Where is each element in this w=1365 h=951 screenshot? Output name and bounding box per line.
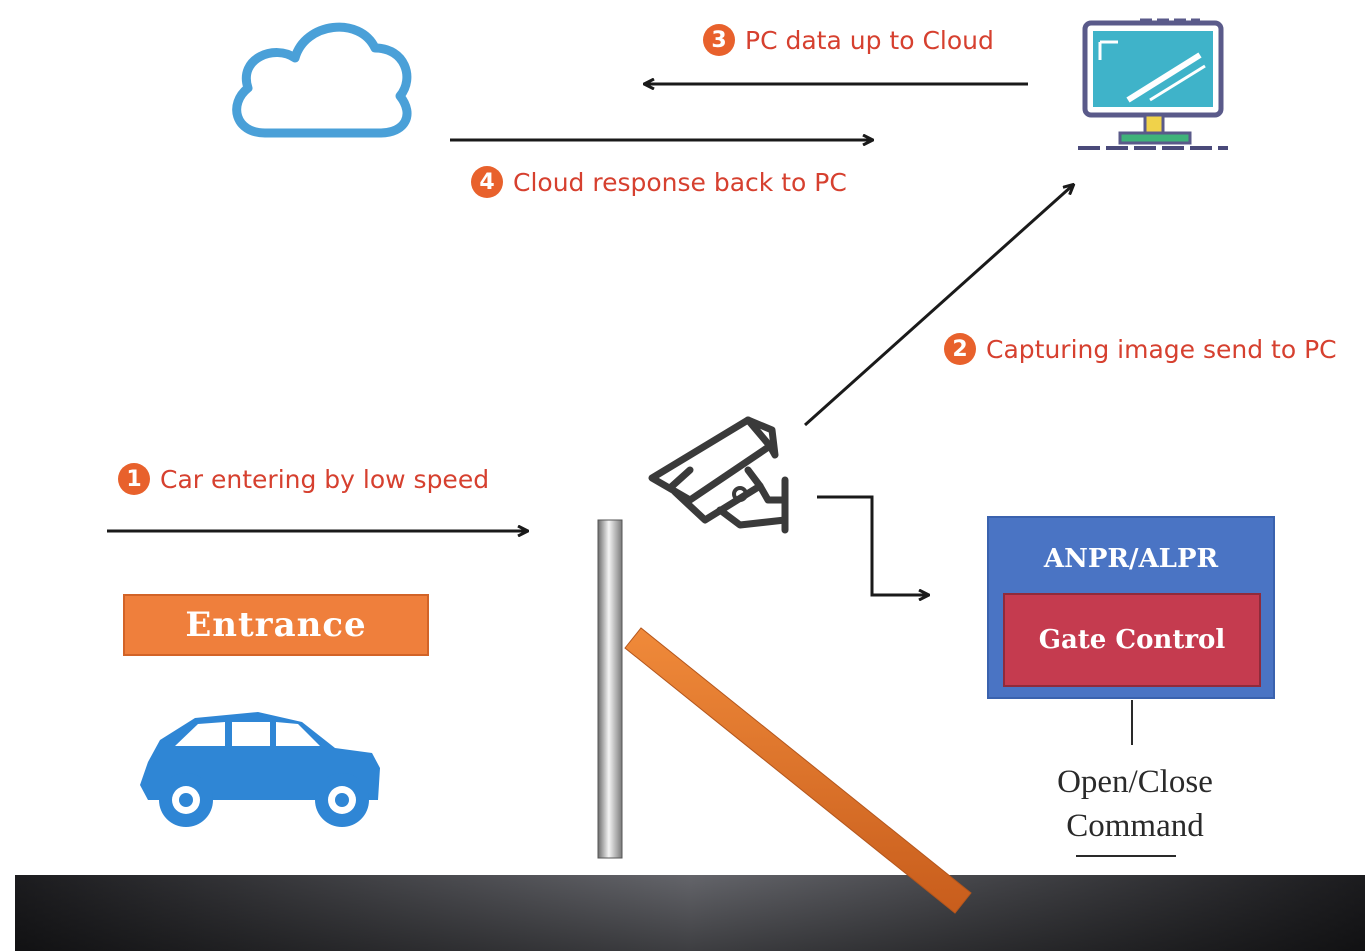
open-close-command-label: Open/Close Command bbox=[1020, 760, 1250, 848]
step-4-badge: 4 bbox=[471, 166, 503, 198]
step-3-badge: 3 bbox=[703, 24, 735, 56]
arrow-camera-to-anpr bbox=[817, 495, 928, 595]
cloud-icon bbox=[232, 22, 412, 138]
anpr-alpr-title: ANPR/ALPR bbox=[1043, 544, 1219, 574]
step-2-badge: 2 bbox=[944, 333, 976, 365]
arrow-camera-to-pc bbox=[803, 185, 1073, 427]
command-line-2: Command bbox=[1066, 808, 1204, 844]
step-3-label: 3 PC data up to Cloud bbox=[703, 24, 994, 56]
computer-icon bbox=[1078, 18, 1228, 150]
step-3-text: PC data up to Cloud bbox=[745, 25, 994, 55]
step-2-label: 2 Capturing image send to PC bbox=[944, 333, 1337, 365]
step-4-text: Cloud response back to PC bbox=[513, 167, 847, 197]
cctv-camera-icon bbox=[648, 416, 789, 534]
command-line-1: Open/Close bbox=[1057, 764, 1213, 800]
entrance-sign: Entrance bbox=[123, 594, 429, 656]
step-1-label: 1 Car entering by low speed bbox=[118, 463, 489, 495]
step-2-text: Capturing image send to PC bbox=[986, 334, 1337, 364]
barrier-pole bbox=[597, 519, 623, 859]
barrier-arm bbox=[624, 627, 972, 914]
gate-control-box: Gate Control bbox=[1003, 593, 1261, 687]
step-1-badge: 1 bbox=[118, 463, 150, 495]
anpr-alpr-box: ANPR/ALPR Gate Control bbox=[987, 516, 1275, 699]
road bbox=[15, 875, 1365, 951]
step-4-label: 4 Cloud response back to PC bbox=[471, 166, 847, 198]
step-1-text: Car entering by low speed bbox=[160, 464, 490, 494]
car-icon bbox=[140, 712, 380, 827]
